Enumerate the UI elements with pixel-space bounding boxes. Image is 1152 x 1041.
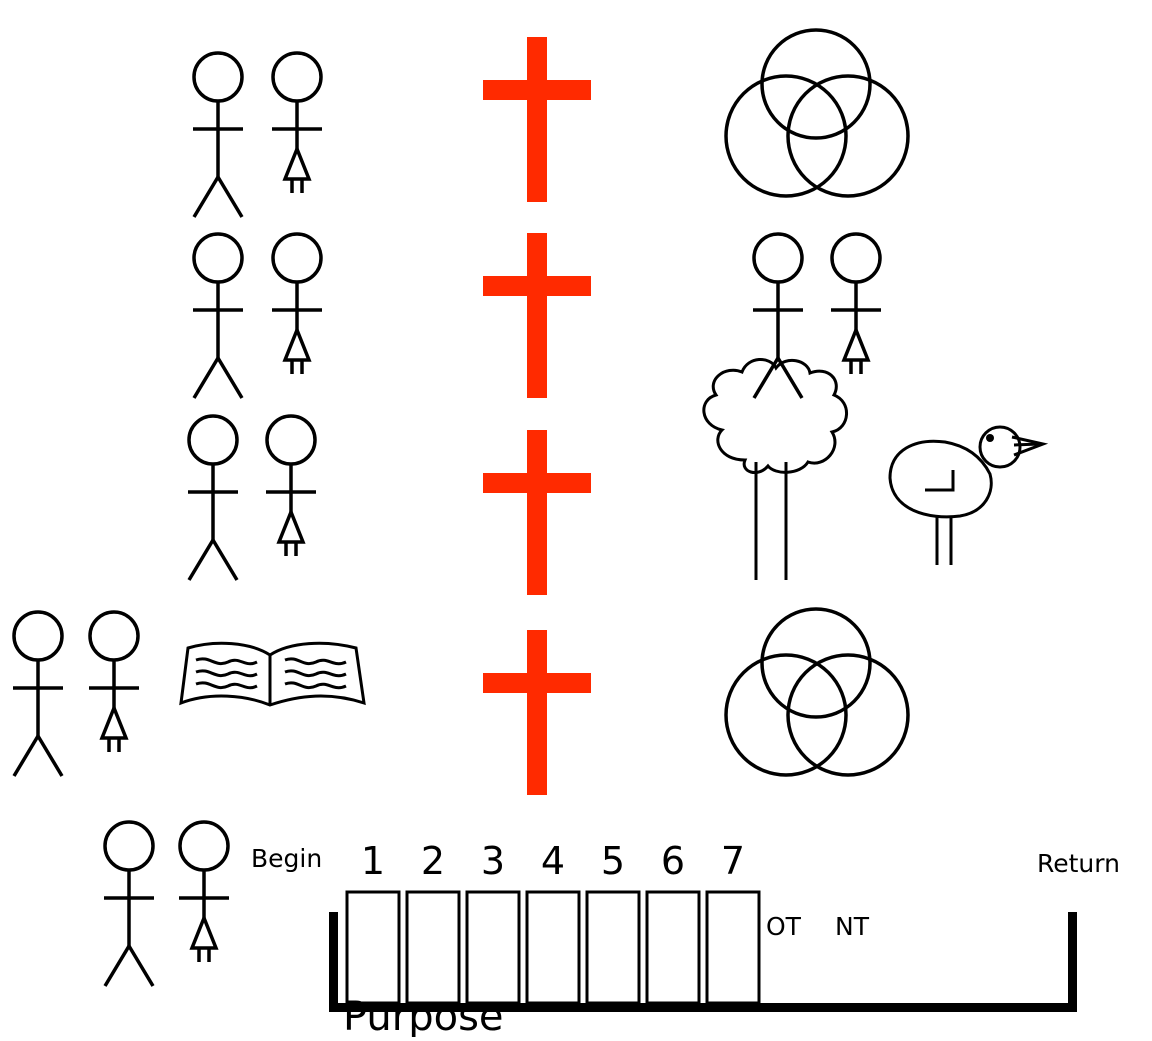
timeline-left-post xyxy=(329,912,338,1012)
trinity-circles-icon xyxy=(724,28,910,198)
man-figure-icon xyxy=(102,820,156,988)
timeline-number: 7 xyxy=(721,839,745,883)
woman-figure-icon xyxy=(264,414,318,558)
nt-label: NT xyxy=(835,912,870,941)
timeline-number: 4 xyxy=(541,839,565,883)
timeline-number: 1 xyxy=(361,839,385,883)
timeline-box xyxy=(525,890,581,1005)
ot-label: OT xyxy=(766,912,802,941)
man-figure-icon xyxy=(191,232,245,400)
timeline-boxes xyxy=(345,890,761,1005)
cross-icon xyxy=(483,430,591,595)
timeline-box xyxy=(465,890,521,1005)
cross-icon xyxy=(483,630,591,795)
woman-figure-icon xyxy=(87,610,141,754)
tree-icon xyxy=(702,358,848,580)
man-figure-icon xyxy=(191,51,245,219)
timeline-number: 2 xyxy=(421,839,445,883)
timeline-box xyxy=(705,890,761,1005)
row-4 xyxy=(11,607,910,795)
return-label: Return xyxy=(1037,849,1120,878)
timeline-box xyxy=(345,890,401,1005)
timeline-box xyxy=(585,890,641,1005)
timeline-box xyxy=(645,890,701,1005)
timeline-box xyxy=(405,890,461,1005)
woman-figure-icon xyxy=(177,820,231,964)
begin-label: Begin xyxy=(251,844,322,873)
woman-figure-icon xyxy=(829,232,883,376)
bird-icon xyxy=(888,425,1049,565)
man-figure-icon xyxy=(11,610,65,778)
purpose-label: Purpose xyxy=(343,994,504,1037)
woman-figure-icon xyxy=(270,232,324,376)
man-figure-icon xyxy=(186,414,240,582)
cross-icon xyxy=(483,37,591,202)
row-1 xyxy=(191,28,910,219)
timeline-number: 5 xyxy=(601,839,625,883)
row-2 xyxy=(191,232,883,400)
timeline-number: 3 xyxy=(481,839,505,883)
row-3 xyxy=(186,358,1049,595)
timeline-right-post xyxy=(1068,912,1077,1012)
timeline-number: 6 xyxy=(661,839,685,883)
woman-figure-icon xyxy=(270,51,324,195)
cross-icon xyxy=(483,233,591,398)
open-book-icon xyxy=(179,641,366,707)
man-figure-icon xyxy=(751,232,805,400)
timeline-baseline xyxy=(329,1003,1077,1012)
trinity-circles-icon xyxy=(724,607,910,777)
